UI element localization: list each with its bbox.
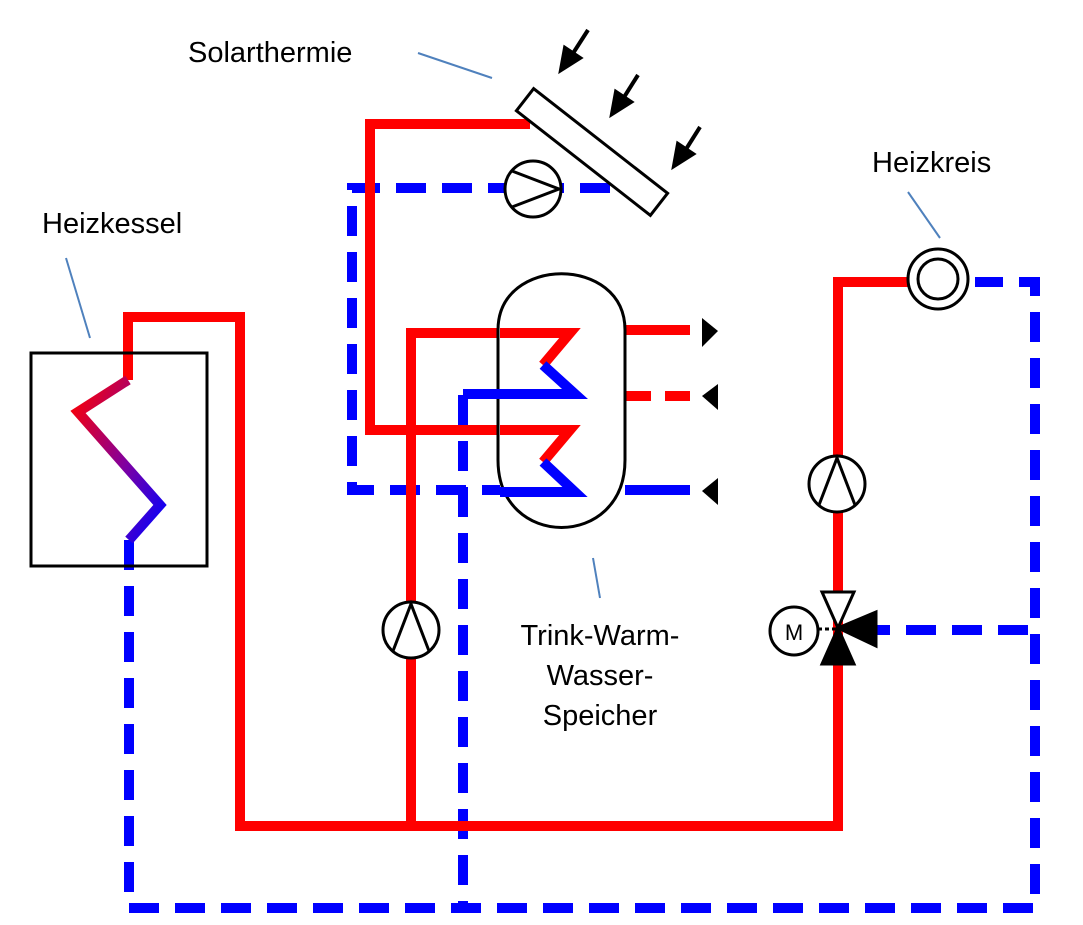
boiler-leader [65,257,91,339]
storage-tank [463,272,627,529]
circuit-label: Heizkreis [872,147,991,179]
circulation-arrow-icon [702,384,718,410]
solar-pump [503,159,564,219]
upper-coil-hot [500,328,581,369]
boiler-label: Heizkessel [42,208,182,240]
tank-charge-pump [381,599,441,660]
mixing-valve: M [768,590,878,666]
tank-label-line3: Speicher [543,700,658,732]
tank-label-line1: Trink-Warm- [521,620,680,652]
valve-top-icon [819,590,857,632]
cold-water-arrow-icon [702,478,718,505]
boiler-heat-exchanger [70,375,167,544]
boiler-return-line [124,277,1040,913]
pump-icon [391,599,431,652]
tank-label-line2: Wasser- [547,660,654,692]
motor-icon [768,605,820,657]
valve-bottom-icon [819,624,857,666]
heating-circuit-pump [807,453,867,514]
solar-label: Solarthermie [188,37,352,69]
lower-coil-cold [500,458,588,497]
solar-flow-line [365,119,530,435]
pump-icon [511,169,564,209]
sun-ray-arrow-icon [609,88,635,119]
hot-water-arrow-icon [702,318,718,347]
boiler [29,351,209,568]
hot-supply-lines [123,119,908,831]
motor-label: M [785,620,803,645]
boiler-flow-line [123,277,908,831]
sun-ray-arrow-icon [558,44,584,75]
solar-panel [514,86,670,218]
pump-icon [817,453,857,506]
boiler-casing [29,351,209,568]
sun-ray-arrow-icon [671,140,697,171]
circuit-leader [907,191,941,239]
valve-side-icon [834,609,878,649]
heating-circuit [906,247,970,311]
sun-ray-arrows [558,28,702,171]
solar-collector [514,28,702,218]
lower-coil-hot [500,425,581,466]
tank-charge-line [406,328,500,826]
solar-leader [417,52,493,79]
tank-leader [592,557,601,599]
upper-coil-cold [463,361,588,399]
